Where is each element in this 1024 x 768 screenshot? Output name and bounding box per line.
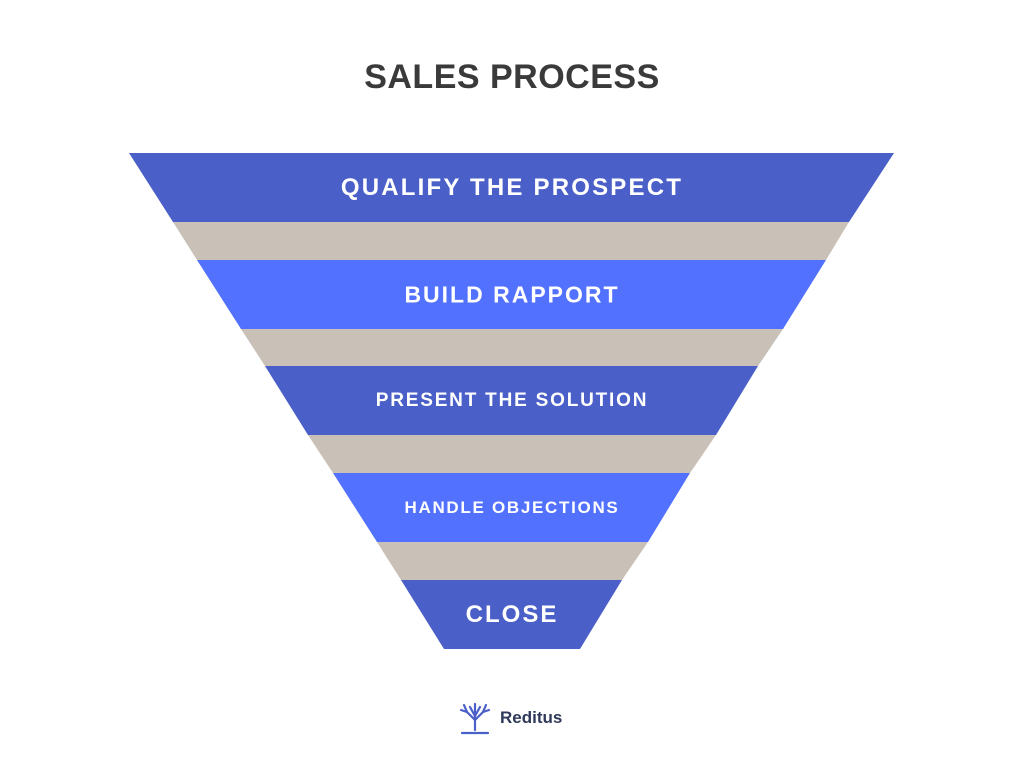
funnel-stage-label-4: HANDLE OBJECTIONS — [405, 498, 620, 517]
funnel-stage-label-3: PRESENT THE SOLUTION — [376, 390, 648, 411]
funnel-stage-label-2: BUILD RAPPORT — [404, 282, 619, 308]
page-title: SALES PROCESS — [364, 58, 660, 96]
funnel-stage-label-1: QUALIFY THE PROSPECT — [341, 174, 683, 201]
funnel-stage-1 — [129, 153, 894, 222]
funnel-connector-4 — [377, 542, 648, 580]
brand-logo: Reditus — [456, 700, 562, 736]
funnel-stage-4 — [333, 473, 690, 542]
brand-name: Reditus — [500, 708, 563, 727]
funnel-connector-2 — [241, 329, 783, 366]
funnel-stage-5 — [401, 580, 622, 649]
tree-logo-icon — [459, 702, 491, 735]
funnel-connector-1 — [173, 222, 849, 260]
funnel-stage-label-5: CLOSE — [466, 601, 559, 628]
funnel-stage-3 — [265, 366, 758, 435]
funnel-stage-2 — [197, 260, 826, 329]
funnel-connector-3 — [308, 435, 716, 473]
